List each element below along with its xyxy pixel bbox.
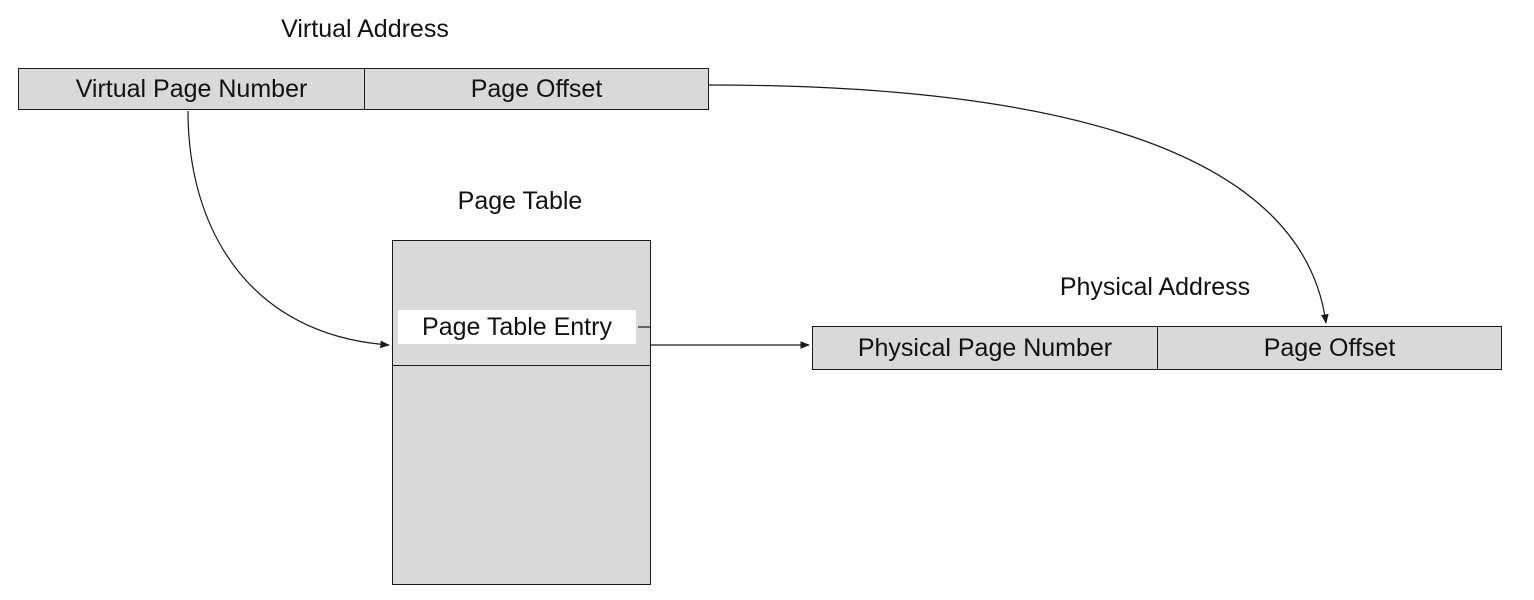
vpn-to-pte-arrow bbox=[187, 110, 390, 349]
virtual-address-title: Virtual Address bbox=[281, 15, 449, 43]
page-table-entry-label: Page Table Entry bbox=[398, 310, 636, 344]
offset-copy-arrow bbox=[708, 84, 1329, 324]
physical-address-register: Physical Page Number Page Offset bbox=[812, 326, 1502, 370]
page-table bbox=[392, 240, 651, 585]
physical-address-title: Physical Address bbox=[1059, 273, 1251, 301]
physical-page-offset-field: Page Offset bbox=[1157, 327, 1501, 369]
page-table-entry-divider bbox=[392, 365, 651, 366]
physical-page-number-field: Physical Page Number bbox=[857, 333, 1113, 362]
virtual-page-number-field: Virtual Page Number bbox=[75, 74, 308, 103]
virtual-page-offset-field: Page Offset bbox=[364, 69, 708, 109]
virtual-address-register: Virtual Page Number Page Offset bbox=[18, 68, 709, 110]
page-table-title: Page Table bbox=[457, 187, 583, 215]
